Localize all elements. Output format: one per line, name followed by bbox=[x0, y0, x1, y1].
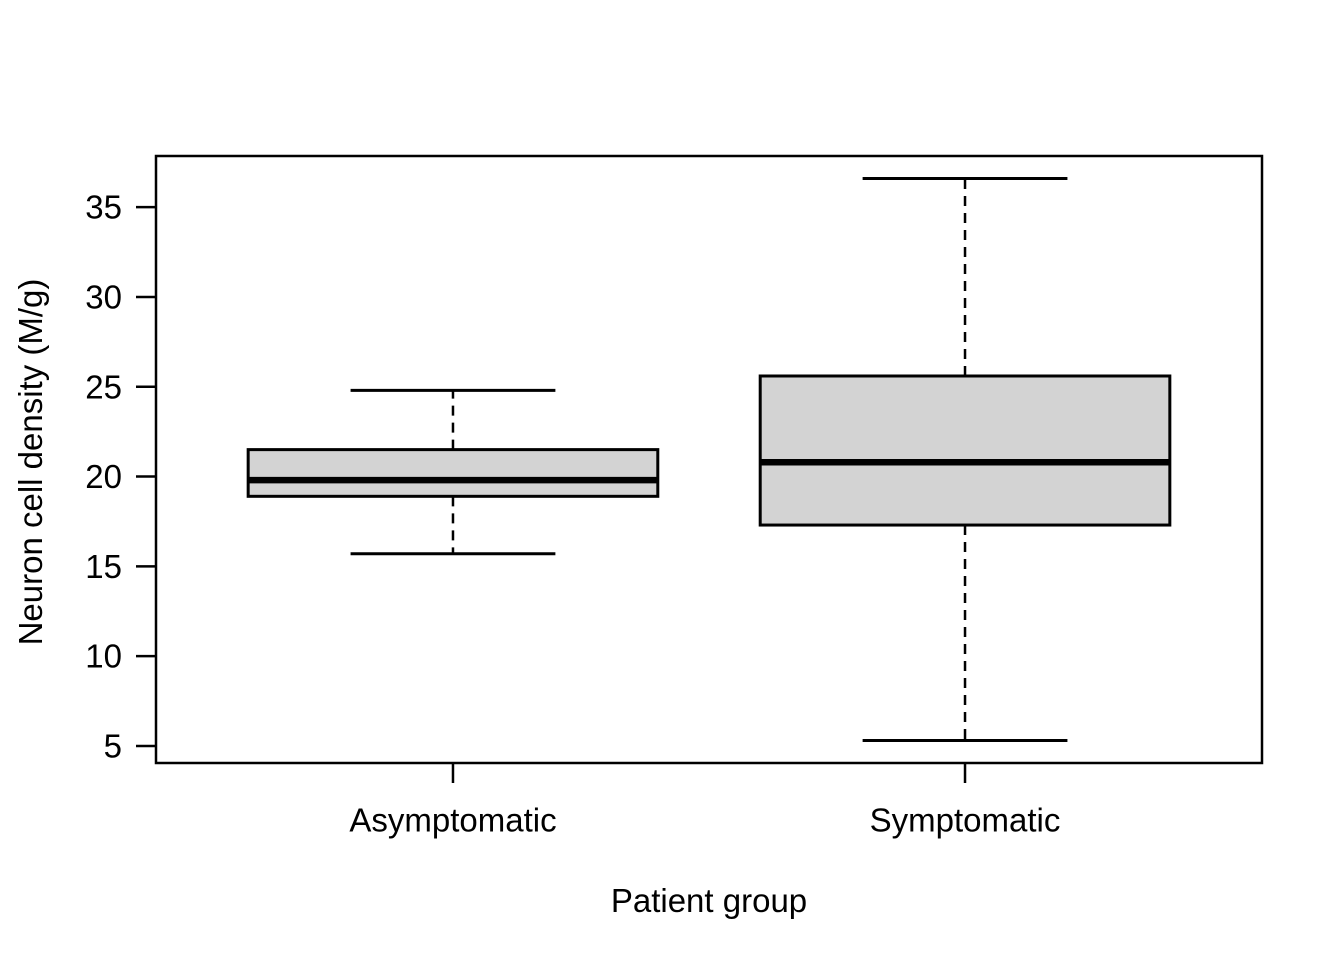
y-axis-tick-label: 15 bbox=[85, 548, 122, 585]
iqr-box bbox=[758, 374, 1172, 527]
y-axis-tick-label: 25 bbox=[85, 368, 122, 405]
y-axis-tick-label: 10 bbox=[85, 638, 122, 675]
y-axis-title: Neuron cell density (M/g) bbox=[12, 278, 49, 646]
x-axis-category-label: Symptomatic bbox=[870, 802, 1061, 839]
y-axis-tick-label: 30 bbox=[85, 278, 122, 315]
iqr-box bbox=[246, 448, 660, 498]
y-axis-tick-label: 5 bbox=[104, 727, 122, 764]
y-axis-tick-label: 20 bbox=[85, 458, 122, 495]
y-axis-tick-label: 35 bbox=[85, 189, 122, 226]
x-axis-category-label: Asymptomatic bbox=[349, 802, 556, 839]
x-axis-title: Patient group bbox=[610, 882, 808, 919]
plot-frame bbox=[154, 154, 1264, 765]
